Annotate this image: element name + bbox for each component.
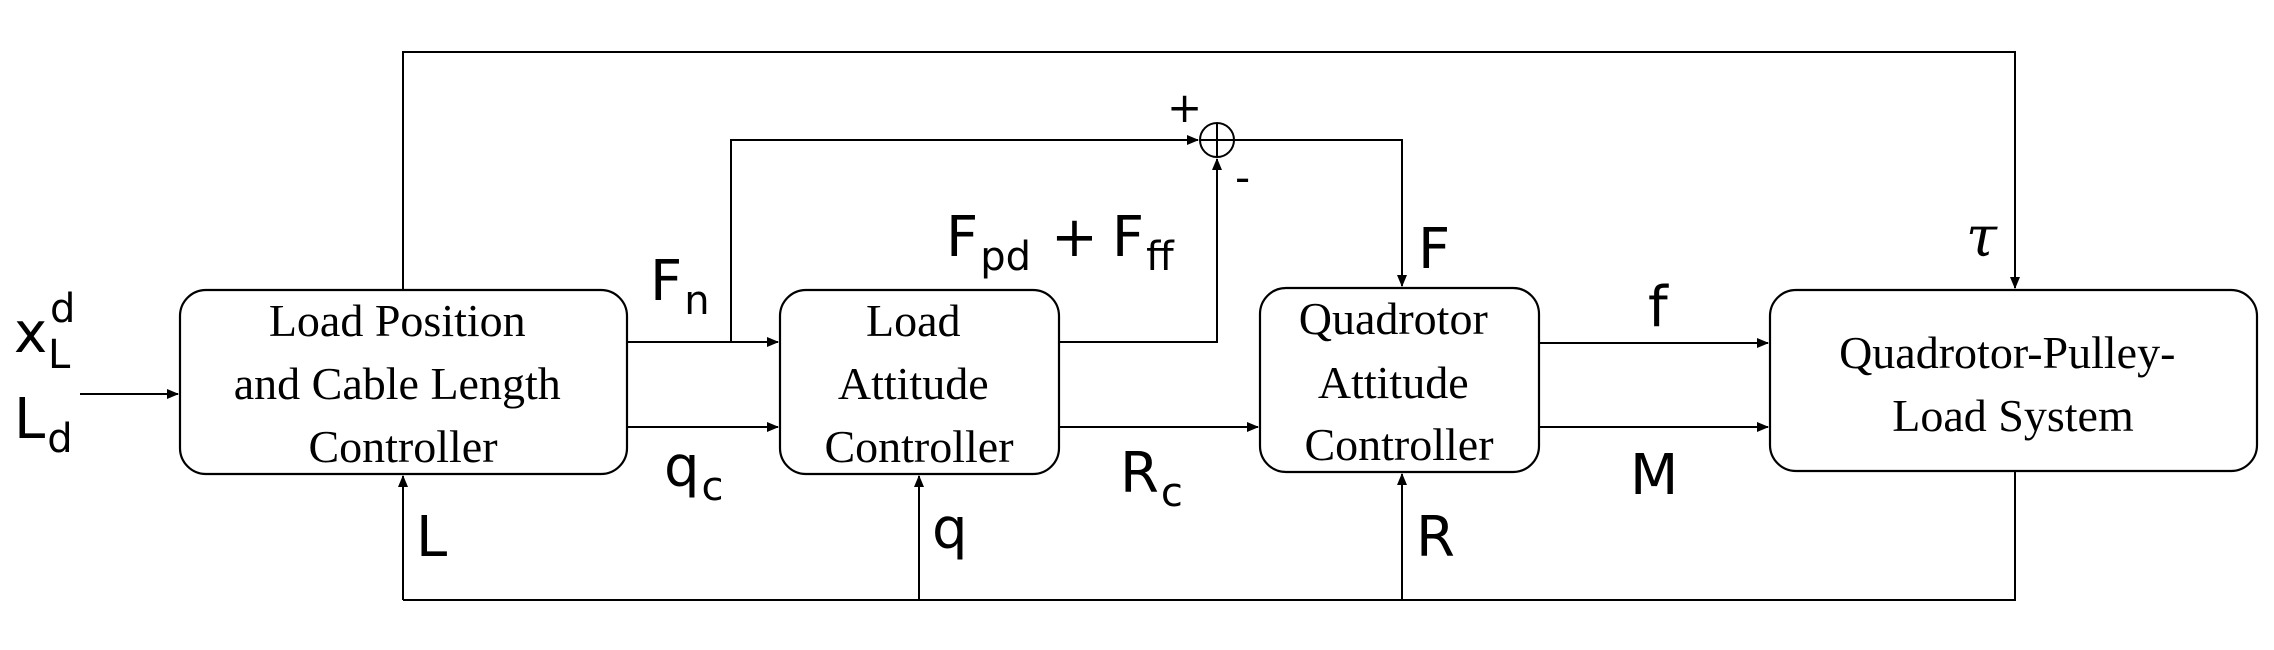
block-label-line: Load Position bbox=[269, 295, 526, 346]
input-ld-label: Ld bbox=[14, 387, 73, 462]
feedback-q-label: q bbox=[932, 497, 968, 562]
fpd-fff-wire bbox=[1059, 158, 1222, 343]
block-label-line: Controller bbox=[824, 421, 1013, 472]
svg-text:Load Position and Cable: Load Position and Cable Length Controlle… bbox=[234, 295, 573, 472]
block-label-line: Load bbox=[866, 295, 961, 346]
fn-feedforward-wire bbox=[730, 135, 1199, 342]
m-moment-label: M bbox=[1630, 443, 1678, 508]
qc-label: qc bbox=[664, 435, 724, 510]
block-quadrotor-attitude-controller: Quadrotor Attitude Controller bbox=[1258, 286, 1541, 474]
block-label-line: Controller bbox=[1304, 419, 1493, 470]
input-xld-label: xLd bbox=[14, 286, 75, 378]
fn-label: Fn bbox=[650, 249, 710, 324]
block-load-position-controller: Load Position and Cable Length Controlle… bbox=[178, 288, 629, 476]
tau-wire bbox=[402, 51, 2020, 290]
feedback-l-label: L bbox=[416, 505, 447, 570]
block-label-line: Load System bbox=[1892, 390, 2134, 441]
block-label-line: Attitude bbox=[1318, 357, 1469, 408]
summing-plus-sign: + bbox=[1167, 83, 1202, 132]
block-label-line: Quadrotor-Pulley- bbox=[1839, 327, 2175, 378]
feedback-r-label: R bbox=[1416, 505, 1455, 570]
feedback-bus bbox=[403, 471, 2016, 601]
svg-text:Load Attitude Cont: Load Attitude Controller bbox=[824, 295, 1013, 472]
f-command-wire bbox=[1234, 139, 1407, 287]
tau-label: τ bbox=[1966, 205, 1998, 270]
fpd-fff-label: Fpd+Fff bbox=[946, 205, 1175, 280]
block-quadrotor-pulley-load-system: Quadrotor-Pulley- Load System bbox=[1768, 288, 2259, 473]
block-label-line: Controller bbox=[308, 421, 497, 472]
summing-junction bbox=[1199, 122, 1235, 158]
svg-text:Quadrotor Attitude: Quadrotor Attitude Controller bbox=[1299, 293, 1500, 470]
block-label-line: Attitude bbox=[838, 358, 989, 409]
f-command-label: F bbox=[1418, 217, 1450, 282]
rc-label: Rc bbox=[1120, 441, 1183, 516]
summing-minus-sign: - bbox=[1235, 153, 1250, 202]
svg-text:Quadrotor-Pulley- Load S: Quadrotor-Pulley- Load System bbox=[1839, 327, 2187, 441]
f-thrust-label: f bbox=[1648, 275, 1669, 340]
block-label-line: and Cable Length bbox=[234, 358, 561, 409]
block-label-line: Quadrotor bbox=[1299, 293, 1488, 344]
block-load-attitude-controller: Load Attitude Controller bbox=[778, 288, 1061, 476]
